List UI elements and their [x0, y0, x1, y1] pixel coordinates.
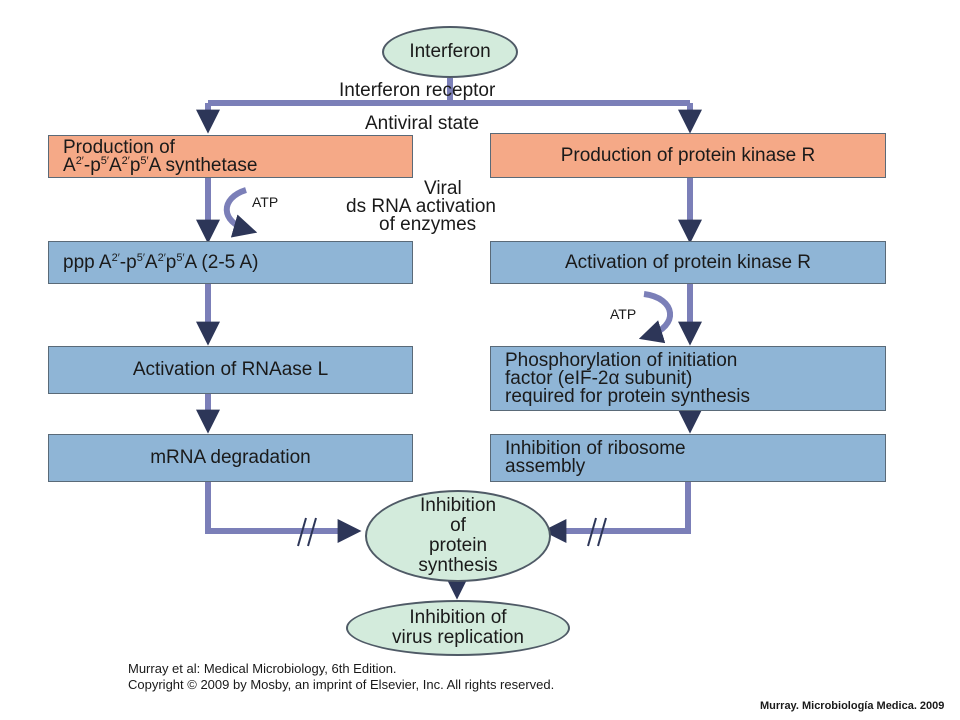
right-step-4-line2: assembly [505, 456, 586, 477]
sup: 2′ [75, 154, 84, 167]
arrow-right-to-merge [542, 482, 691, 543]
part: A synthetase [148, 154, 258, 176]
sup: 2′ [121, 154, 130, 167]
left-step-4-box: mRNA degradation [48, 434, 413, 482]
right-step-1-box: Production of protein kinase R [490, 133, 886, 178]
sup: 5′ [100, 154, 109, 167]
viral-note-line1: Viral [424, 178, 462, 199]
interferon-receptor-label: Interferon receptor [339, 80, 496, 101]
virus-replication-inhibition-node: Inhibition of virus replication [346, 600, 570, 656]
part: p [165, 251, 177, 273]
credit-line1: Murray et al: Medical Microbiology, 6th … [128, 661, 397, 676]
right-step-3-box: Phosphorylation of initiation factor (eI… [490, 346, 886, 411]
part: -p [119, 251, 137, 273]
part: A [144, 251, 158, 273]
left-step-3-box: Activation of RNAase L [48, 346, 413, 394]
end-line1: Inhibition of [409, 607, 507, 628]
credit-line2: Copyright © 2009 by Mosby, an imprint of… [128, 677, 555, 692]
sup: 2′ [157, 251, 166, 264]
part: A [63, 154, 76, 176]
antiviral-state-label: Antiviral state [365, 113, 480, 134]
break-mark-left-2 [307, 517, 317, 547]
sup: 5′ [176, 251, 185, 264]
left-step-2-label: ppp A2′-p5′A2′p5′A (2-5 A) [63, 252, 258, 274]
merge-line2: of [450, 515, 466, 536]
left-step-2-box: ppp A2′-p5′A2′p5′A (2-5 A) [48, 241, 413, 284]
break-mark-right-2 [597, 517, 607, 547]
right-step-3-line3: required for protein synthesis [505, 385, 751, 407]
merge-line1: Inhibition [419, 495, 497, 516]
sup: 2′ [111, 251, 120, 264]
part: A (2-5 A) [184, 251, 259, 273]
left-step-1-line1: Production of [63, 136, 175, 158]
left-step-1-line2: A2′-p5′A2′p5′A synthetase [63, 154, 258, 176]
atp-curve-left [223, 187, 258, 238]
right-step-4-line1: Inhibition of ribosome [505, 438, 686, 459]
atp-label-left: ATP [252, 194, 279, 210]
interferon-node: Interferon [382, 26, 518, 78]
part: p [129, 154, 141, 176]
sup: 5′ [140, 154, 149, 167]
break-mark-right-1 [587, 517, 597, 547]
atp-label-right: ATP [610, 306, 637, 322]
break-mark-left-1 [297, 517, 307, 547]
right-step-3-line2: factor (eIF-2α subunit) [505, 367, 693, 389]
left-step-1-box: Production of A2′-p5′A2′p5′A synthetase [48, 135, 413, 178]
interferon-label: Interferon [409, 41, 491, 62]
sup: 5′ [136, 251, 145, 264]
left-step-4-label: mRNA degradation [150, 447, 311, 468]
right-step-4-box: Inhibition of ribosome assembly [490, 434, 886, 482]
part: -p [83, 154, 101, 176]
part: A [108, 154, 122, 176]
source-citation: Murray. Microbiología Medica. 2009 [760, 700, 945, 712]
end-line2: virus replication [392, 627, 524, 648]
merge-line3: protein [428, 535, 488, 556]
right-step-2-box: Activation of protein kinase R [490, 241, 886, 284]
arrow-left-to-merge [205, 482, 362, 543]
atp-curve-right [638, 291, 673, 344]
left-step-3-label: Activation of RNAase L [132, 359, 329, 380]
merge-line4: synthesis [418, 555, 498, 576]
right-step-3-line1: Phosphorylation of initiation [505, 349, 738, 371]
right-step-2-label: Activation of protein kinase R [564, 251, 812, 273]
part: ppp A [63, 251, 112, 273]
viral-note-line3: of enzymes [379, 214, 477, 235]
protein-synthesis-inhibition-node: Inhibition of protein synthesis [365, 490, 551, 582]
right-step-1-label: Production of protein kinase R [560, 144, 816, 166]
viral-note-line2: ds RNA activation [346, 196, 496, 217]
